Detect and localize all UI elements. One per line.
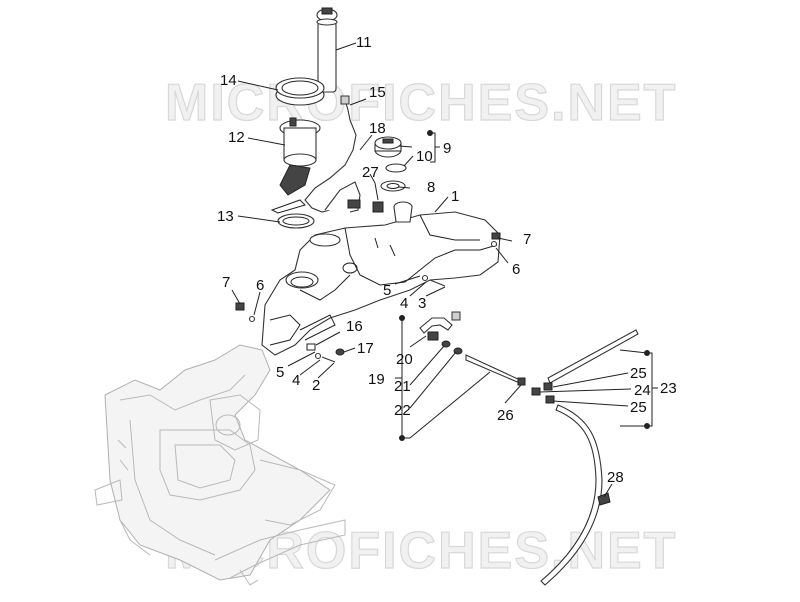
label-2: 2 (312, 377, 320, 394)
pump-gasket (277, 213, 315, 229)
label-13: 13 (217, 208, 234, 225)
label-25a: 25 (630, 365, 647, 382)
fuel-level-sender (316, 7, 338, 93)
label-20: 20 (396, 351, 413, 368)
label-4b: 4 (292, 372, 300, 389)
filler-flange (380, 180, 406, 192)
frame-outline (94, 344, 346, 586)
label-3: 3 (418, 295, 426, 312)
label-19: 19 (368, 371, 385, 388)
label-7b: 7 (523, 231, 531, 248)
label-24: 24 (634, 382, 651, 399)
label-5a: 5 (383, 282, 391, 299)
label-14: 14 (220, 72, 237, 89)
label-26: 26 (497, 407, 514, 424)
breather-hose (304, 95, 384, 213)
fuel-tank (261, 201, 501, 356)
label-4a: 4 (400, 295, 408, 312)
watermark-top: MICROFICHES.NET (165, 74, 677, 132)
label-18: 18 (369, 120, 386, 137)
label-12: 12 (228, 129, 245, 146)
label-6a: 6 (256, 277, 264, 294)
fasteners (235, 232, 501, 363)
group-brackets (395, 130, 658, 441)
label-22: 22 (394, 402, 411, 419)
label-9: 9 (443, 140, 451, 157)
label-1: 1 (451, 188, 459, 205)
fuel-pump (270, 117, 321, 214)
label-17: 17 (357, 340, 374, 357)
cap-gasket (385, 163, 407, 173)
vent-valve (419, 311, 463, 355)
label-21: 21 (394, 378, 411, 395)
label-27: 27 (362, 164, 379, 181)
label-11: 11 (356, 34, 372, 51)
overflow-hoses (531, 329, 639, 586)
ring-nut (275, 77, 325, 106)
label-6b: 6 (512, 261, 520, 278)
label-10: 10 (416, 148, 433, 165)
label-23: 23 (660, 380, 677, 397)
fuel-cap (374, 136, 402, 158)
label-7a: 7 (222, 274, 230, 291)
label-5b: 5 (276, 364, 284, 381)
label-25b: 25 (630, 399, 647, 416)
label-28: 28 (607, 469, 624, 486)
label-8: 8 (427, 179, 435, 196)
label-16: 16 (346, 318, 363, 335)
leader-lines (231, 42, 648, 498)
part-numbers: 11 14 15 12 18 9 10 27 8 1 13 7 6 7 6 5 … (217, 34, 677, 486)
drain-hose (465, 354, 526, 386)
label-15: 15 (369, 84, 386, 101)
